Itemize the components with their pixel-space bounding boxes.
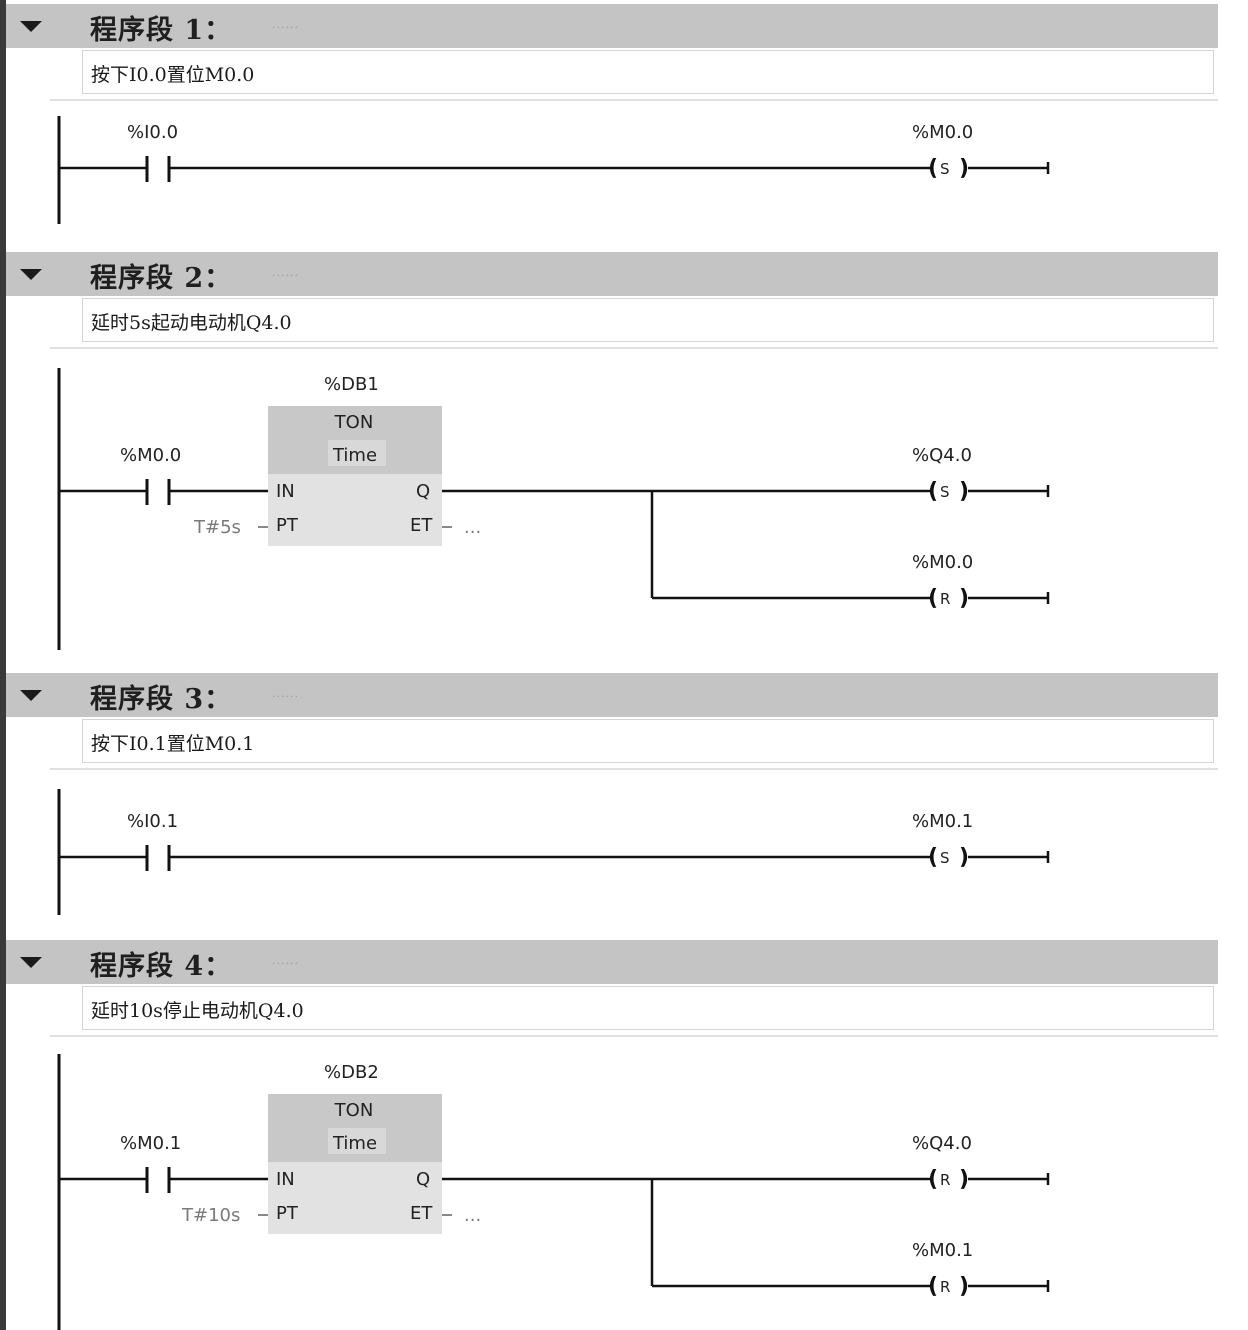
timer-in-pin: IN <box>276 1169 295 1190</box>
network-title-placeholder[interactable]: ...... <box>272 266 299 279</box>
timer-q-pin: Q <box>416 1169 430 1190</box>
svg-text:): ) <box>959 1274 969 1299</box>
network-comment-text: 延时10s停止电动机Q4.0 <box>91 1000 304 1022</box>
coil-operand[interactable]: %M0.0 <box>912 122 973 143</box>
ladder-rung: %M0.1 %DB2 TON Time IN Q PT ET T#10s ...… <box>57 1054 1050 1330</box>
svg-text:S: S <box>940 849 950 867</box>
timer-in-pin: IN <box>276 481 295 502</box>
timer-kind: Time <box>332 1133 377 1154</box>
network-1: 程序段 1： ...... 按下I0.0置位M0.0 %I0.0 ( S ) %… <box>6 4 1218 244</box>
coil-set[interactable]: ( S ) <box>928 479 969 504</box>
network-comment[interactable]: 延时10s停止电动机Q4.0 <box>82 986 1214 1030</box>
network-title-placeholder[interactable]: ...... <box>272 687 299 700</box>
network-title: 程序段 2： <box>90 263 233 294</box>
contact-operand[interactable]: %I0.1 <box>127 811 178 832</box>
separator <box>50 1035 1218 1037</box>
network-header[interactable]: 程序段 2： ...... <box>6 252 1218 296</box>
timer-instance[interactable]: %DB2 <box>324 1062 379 1083</box>
separator <box>50 347 1218 349</box>
svg-text:(: ( <box>928 1167 938 1192</box>
ton-timer-block[interactable]: TON Time IN Q PT ET <box>268 1094 442 1234</box>
contact-no[interactable] <box>145 479 171 505</box>
timer-et-value[interactable]: ... <box>464 517 481 538</box>
coil-reset[interactable]: ( R ) <box>928 1274 969 1299</box>
separator <box>50 99 1218 101</box>
svg-text:(: ( <box>928 156 938 181</box>
coil-set[interactable]: ( S ) <box>928 845 969 870</box>
network-comment-text: 按下I0.0置位M0.0 <box>91 64 255 86</box>
network-title: 程序段 4： <box>90 951 233 982</box>
network-title-placeholder[interactable]: ...... <box>272 18 299 31</box>
svg-text:(: ( <box>928 586 938 611</box>
svg-text:): ) <box>959 156 969 181</box>
contact-no[interactable] <box>145 156 171 182</box>
coil-set[interactable]: ( S ) <box>928 156 969 181</box>
coil-operand[interactable]: %Q4.0 <box>912 445 972 466</box>
timer-pt-pin: PT <box>276 1203 299 1224</box>
svg-text:): ) <box>959 479 969 504</box>
coil-operand[interactable]: %M0.1 <box>912 1240 973 1261</box>
svg-text:R: R <box>940 1278 950 1296</box>
network-comment-text: 延时5s起动电动机Q4.0 <box>91 312 292 334</box>
contact-operand[interactable]: %M0.1 <box>120 1133 181 1154</box>
coil-reset[interactable]: ( R ) <box>928 1167 969 1192</box>
svg-text:): ) <box>959 586 969 611</box>
network-title: 程序段 3： <box>90 684 233 715</box>
svg-text:(: ( <box>928 479 938 504</box>
coil-operand[interactable]: %M0.0 <box>912 552 973 573</box>
network-header[interactable]: 程序段 1： ...... <box>6 4 1218 48</box>
coil-operand[interactable]: %Q4.0 <box>912 1133 972 1154</box>
coil-reset[interactable]: ( R ) <box>928 586 969 611</box>
network-3: 程序段 3： ...... 按下I0.1置位M0.1 %I0.1 ( S ) %… <box>6 673 1218 933</box>
network-comment[interactable]: 按下I0.1置位M0.1 <box>82 719 1214 763</box>
editor-left-edge <box>0 0 6 1330</box>
timer-et-pin: ET <box>410 515 433 536</box>
collapse-triangle-icon[interactable] <box>20 21 42 32</box>
network-comment[interactable]: 延时5s起动电动机Q4.0 <box>82 298 1214 342</box>
contact-no[interactable] <box>145 845 171 871</box>
network-title: 程序段 1： <box>90 15 233 46</box>
svg-text:): ) <box>959 1167 969 1192</box>
svg-text:S: S <box>940 160 950 178</box>
svg-text:R: R <box>940 590 950 608</box>
svg-text:(: ( <box>928 1274 938 1299</box>
contact-operand[interactable]: %M0.0 <box>120 445 181 466</box>
collapse-triangle-icon[interactable] <box>20 269 42 280</box>
ladder-rung: %I0.1 ( S ) %M0.1 <box>57 789 1050 915</box>
ladder-rung: %M0.0 %DB1 TON Time IN Q PT ET T#5s ... … <box>57 368 1050 650</box>
svg-text:S: S <box>940 483 950 501</box>
network-header[interactable]: 程序段 3： ...... <box>6 673 1218 717</box>
network-header[interactable]: 程序段 4： ...... <box>6 940 1218 984</box>
timer-pt-value[interactable]: T#10s <box>181 1205 240 1226</box>
timer-instance[interactable]: %DB1 <box>324 374 379 395</box>
timer-q-pin: Q <box>416 481 430 502</box>
ton-timer-block[interactable]: TON Time IN Q PT ET <box>268 406 442 546</box>
svg-text:(: ( <box>928 845 938 870</box>
collapse-triangle-icon[interactable] <box>20 957 42 968</box>
timer-et-value[interactable]: ... <box>464 1205 481 1226</box>
timer-type: TON <box>334 1100 374 1121</box>
timer-pt-pin: PT <box>276 515 299 536</box>
separator <box>50 768 1218 770</box>
timer-pt-value[interactable]: T#5s <box>193 517 241 538</box>
timer-et-pin: ET <box>410 1203 433 1224</box>
network-title-placeholder[interactable]: ...... <box>272 954 299 967</box>
svg-text:): ) <box>959 845 969 870</box>
contact-operand[interactable]: %I0.0 <box>127 122 178 143</box>
contact-no[interactable] <box>145 1167 171 1193</box>
network-2: 程序段 2： ...... 延时5s起动电动机Q4.0 %M0.0 %DB1 T… <box>6 252 1218 672</box>
network-comment[interactable]: 按下I0.0置位M0.0 <box>82 50 1214 94</box>
network-4: 程序段 4： ...... 延时10s停止电动机Q4.0 %M0.1 %DB2 … <box>6 940 1218 1330</box>
network-comment-text: 按下I0.1置位M0.1 <box>91 733 255 755</box>
svg-text:R: R <box>940 1171 950 1189</box>
ladder-rung: %I0.0 ( S ) %M0.0 <box>57 116 1050 224</box>
collapse-triangle-icon[interactable] <box>20 690 42 701</box>
coil-operand[interactable]: %M0.1 <box>912 811 973 832</box>
timer-type: TON <box>334 412 374 433</box>
timer-kind: Time <box>332 445 377 466</box>
